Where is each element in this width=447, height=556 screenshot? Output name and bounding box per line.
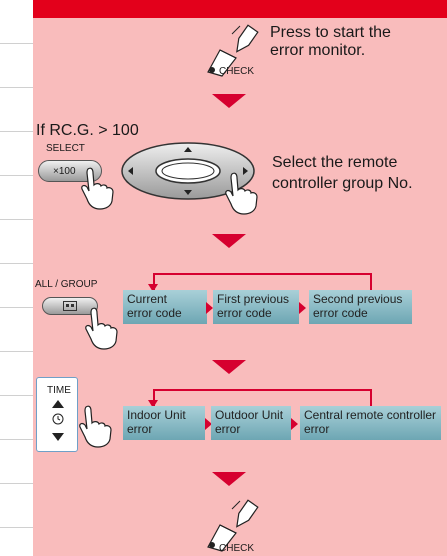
time-button-panel[interactable]: TIME	[36, 377, 78, 452]
box-line2: error code	[127, 306, 182, 320]
chevron-right-icon	[291, 418, 298, 430]
flow-arrow-1	[212, 94, 246, 108]
start-description-line1: Press to start the	[270, 24, 391, 41]
pointing-hand-icon	[225, 172, 258, 215]
pointing-hand-icon	[79, 405, 112, 448]
chevron-right-icon	[205, 418, 212, 430]
cycle-arrow-2	[148, 400, 158, 408]
first-previous-error-code-box: First previous error code	[213, 290, 299, 324]
box-line2: error code	[313, 306, 368, 320]
start-description-line2: error monitor.	[270, 42, 366, 59]
current-error-code-box: Current error code	[123, 290, 207, 324]
select-button-key: ×100	[53, 166, 76, 177]
pointing-hand-icon	[85, 307, 118, 350]
flow-arrow-2	[212, 234, 246, 248]
pointing-hand-icon	[81, 167, 114, 210]
clock-icon	[52, 413, 64, 425]
condition-text: If RC.G. > 100	[36, 122, 139, 139]
header-band	[33, 0, 447, 18]
select-description-line1: Select the remote	[272, 154, 398, 171]
arrow-down-icon	[52, 433, 64, 441]
box-line1: Second previous	[313, 292, 403, 306]
check-button-icon[interactable]	[200, 495, 270, 555]
select-button[interactable]: ×100	[38, 160, 102, 182]
time-label: TIME	[47, 385, 71, 396]
group-icon	[63, 301, 77, 311]
box-line2: error	[304, 422, 330, 436]
box-line1: Current	[127, 292, 168, 306]
cycle-arrow-1	[148, 284, 158, 292]
second-previous-error-code-box: Second previous error code	[309, 290, 412, 324]
chevron-right-icon	[206, 302, 213, 314]
flow-arrow-3	[212, 360, 246, 374]
box-line2: error code	[217, 306, 272, 320]
outdoor-unit-error-box: Outdoor Unit error	[211, 406, 291, 440]
box-line1: First previous	[217, 292, 290, 306]
cycle-bracket-2	[153, 389, 372, 406]
box-line2: error	[215, 422, 241, 436]
all-group-label: ALL / GROUP	[35, 279, 98, 290]
box-line2: error	[127, 422, 153, 436]
left-margin	[0, 0, 33, 556]
central-remote-controller-error-box: Central remote controller error	[300, 406, 441, 440]
check-label-top: CHECK	[219, 66, 255, 77]
all-group-button[interactable]	[42, 297, 98, 315]
cycle-bracket-1	[153, 273, 372, 290]
indoor-unit-error-box: Indoor Unit error	[123, 406, 205, 440]
box-line1: Central remote controller	[304, 408, 437, 422]
select-description-line2: controller group No.	[272, 175, 413, 192]
arrow-up-icon	[52, 400, 64, 408]
check-button-icon[interactable]	[200, 20, 270, 80]
direction-pad[interactable]	[118, 141, 258, 201]
box-line1: Indoor Unit	[127, 408, 186, 422]
select-label: SELECT	[46, 143, 85, 154]
check-label-bottom: CHECK	[219, 543, 255, 554]
chevron-right-icon	[299, 302, 306, 314]
flow-arrow-4	[212, 472, 246, 486]
box-line1: Outdoor Unit	[215, 408, 284, 422]
